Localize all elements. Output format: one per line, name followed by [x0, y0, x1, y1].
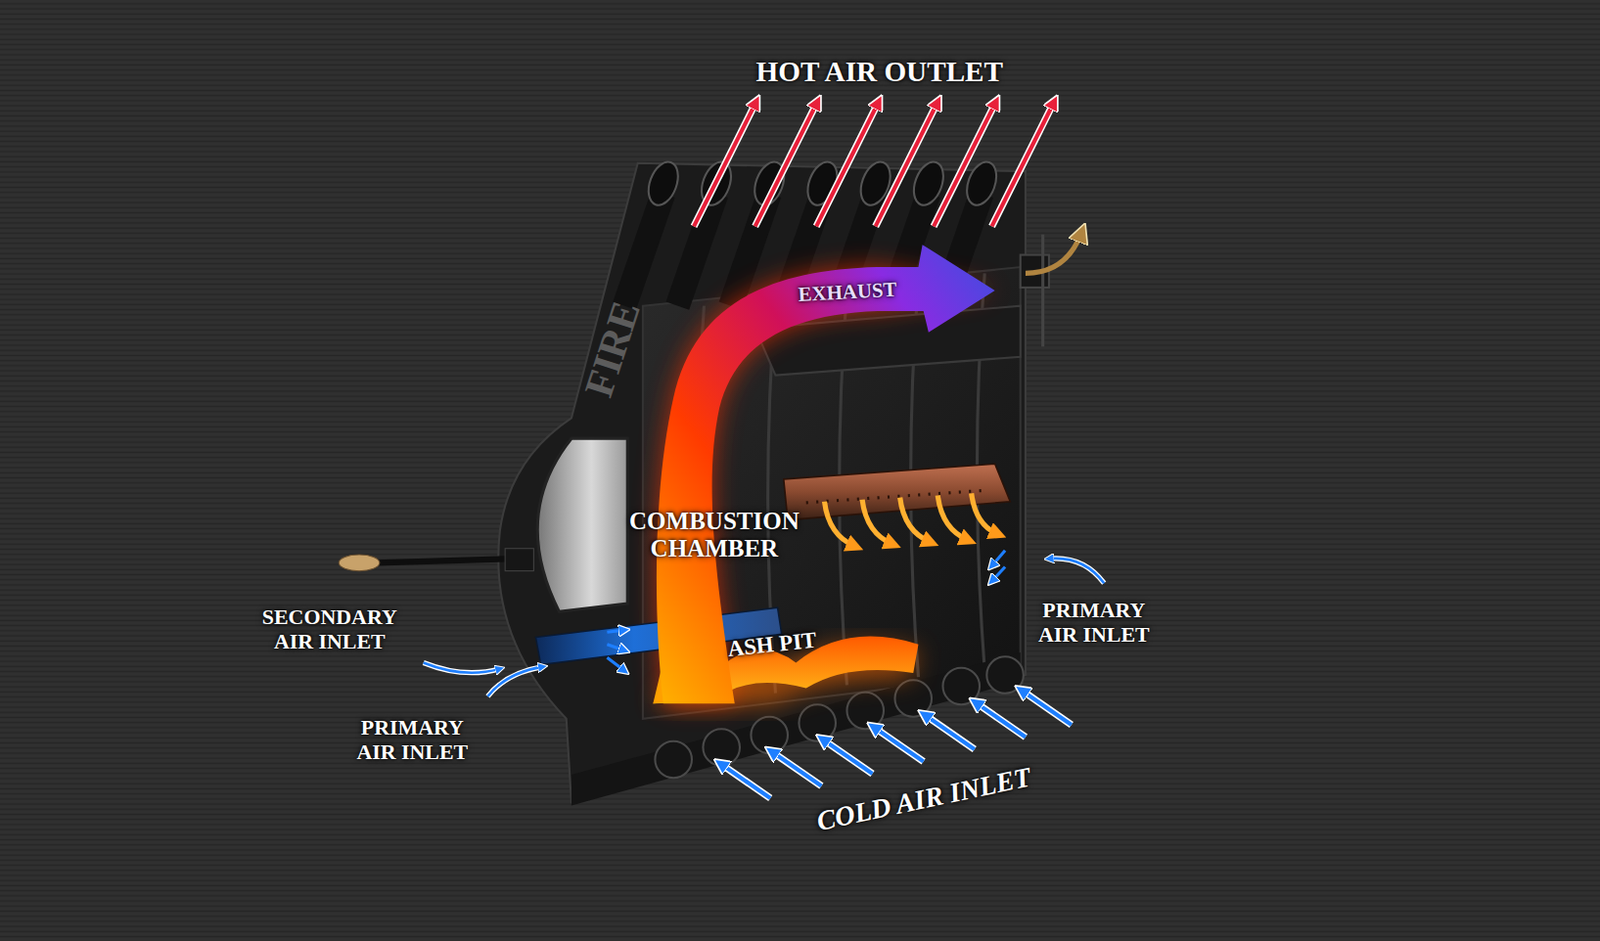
inlet-label: SECONDARY AIR INLET: [245, 606, 414, 655]
inlet-arrows-part: [606, 630, 625, 633]
hot-air-arrows-part: [933, 101, 997, 227]
afterburn-arrows: [824, 493, 999, 547]
exhaust-out-arrow: [1025, 232, 1082, 275]
door-part: [338, 554, 380, 572]
cold-air-arrows-part: [720, 764, 771, 799]
cold-air-arrows-part: [822, 739, 872, 775]
flame-stream: [652, 244, 995, 704]
top-tubes-part: [642, 157, 684, 209]
flame-stream-part: [656, 244, 996, 704]
hot-air-arrows-part: [933, 101, 997, 227]
cold-air-arrows-part: [771, 751, 822, 786]
hot-air-arrows-part: [693, 101, 757, 227]
stove-body-part: [1041, 234, 1045, 348]
afterburn-arrows-part: [937, 496, 968, 542]
afterburn-arrows-part: [900, 498, 931, 544]
bottom-tubes-part: [986, 656, 1024, 694]
cold-air-arrows-part: [720, 764, 771, 799]
ash-pit-label: ASH PIT: [727, 627, 819, 662]
cold-air-arrows-part: [1021, 690, 1072, 726]
exhaust-out-arrow-part: [1025, 232, 1082, 275]
afterburn-arrows-part: [971, 493, 999, 535]
bottom-tubes-part: [798, 704, 836, 742]
door-part: [537, 438, 628, 612]
stove-body: [498, 163, 1050, 803]
hot-air-arrows-part: [755, 101, 819, 227]
cold-air-arrows-part: [771, 751, 822, 786]
inlet-arrows-part: [423, 662, 501, 673]
inlet-arrows-part: [606, 644, 625, 651]
bottom-tubes-part: [654, 741, 692, 779]
top-tubes-part: [624, 193, 664, 307]
bottom-tubes-part: [942, 668, 980, 706]
afterburn-arrows-part: [862, 500, 893, 546]
chamber-label: COMBUSTION CHAMBER: [596, 507, 832, 563]
inlet-arrows: [423, 550, 1105, 697]
cold-air-arrows-part: [975, 702, 1026, 737]
afterburn-arrows-part: [824, 502, 856, 548]
door-part: [504, 548, 534, 572]
bottom-tubes-part: [894, 680, 932, 718]
brand-watermark: FIRE: [575, 295, 649, 403]
hot-air-arrows-part: [875, 101, 939, 227]
bottom-tubes-part: [702, 729, 740, 767]
cold-air-arrows-part: [1021, 690, 1072, 726]
bottom-tubes-part: [750, 717, 788, 755]
hot-air-arrows-part: [693, 101, 757, 227]
door: [338, 438, 628, 612]
inlet-arrows-part: [1049, 558, 1104, 584]
inlet-label: PRIMARY AIR INLET: [1027, 599, 1161, 648]
hot-air-arrows-part: [816, 101, 879, 227]
cold-air-arrows-part: [873, 727, 924, 762]
hot-air-arrows-part: [992, 101, 1055, 227]
afterburner-tube-part: [806, 490, 985, 503]
bottom-tubes-part: [846, 692, 884, 731]
cold-air-arrows-part: [822, 739, 872, 775]
door-part: [377, 558, 516, 563]
hot-air-arrows-part: [816, 101, 879, 227]
inlet-label: PRIMARY AIR INLET: [346, 716, 480, 765]
top-tubes-part: [677, 193, 717, 307]
cold-air-arrows-part: [975, 702, 1026, 737]
hot-air-arrows-part: [992, 101, 1055, 227]
inlet-arrows-part: [487, 667, 543, 697]
inlet-arrows-part: [487, 667, 543, 697]
inlet-arrows-part: [606, 657, 625, 672]
inlet-arrows-part: [423, 662, 501, 673]
stove-body-part: [498, 163, 1026, 803]
hot-air-arrows-part: [755, 101, 819, 227]
hot-air-arrows: [693, 101, 1054, 227]
hot-air-arrows-part: [875, 101, 939, 227]
exhaust-label: EXHAUST: [796, 278, 897, 308]
inlet-arrows-part: [992, 550, 1006, 567]
inlet-arrows-part: [1049, 558, 1104, 584]
cold-air-arrows-part: [873, 727, 924, 762]
outlet-label: HOT AIR OUTLET: [756, 55, 1005, 89]
cold-air-arrows-part: [924, 715, 975, 750]
inlet-label: COLD AIR INLET: [813, 761, 1034, 837]
cold-air-arrows-part: [924, 715, 975, 750]
inlet-arrows-part: [992, 566, 1006, 582]
